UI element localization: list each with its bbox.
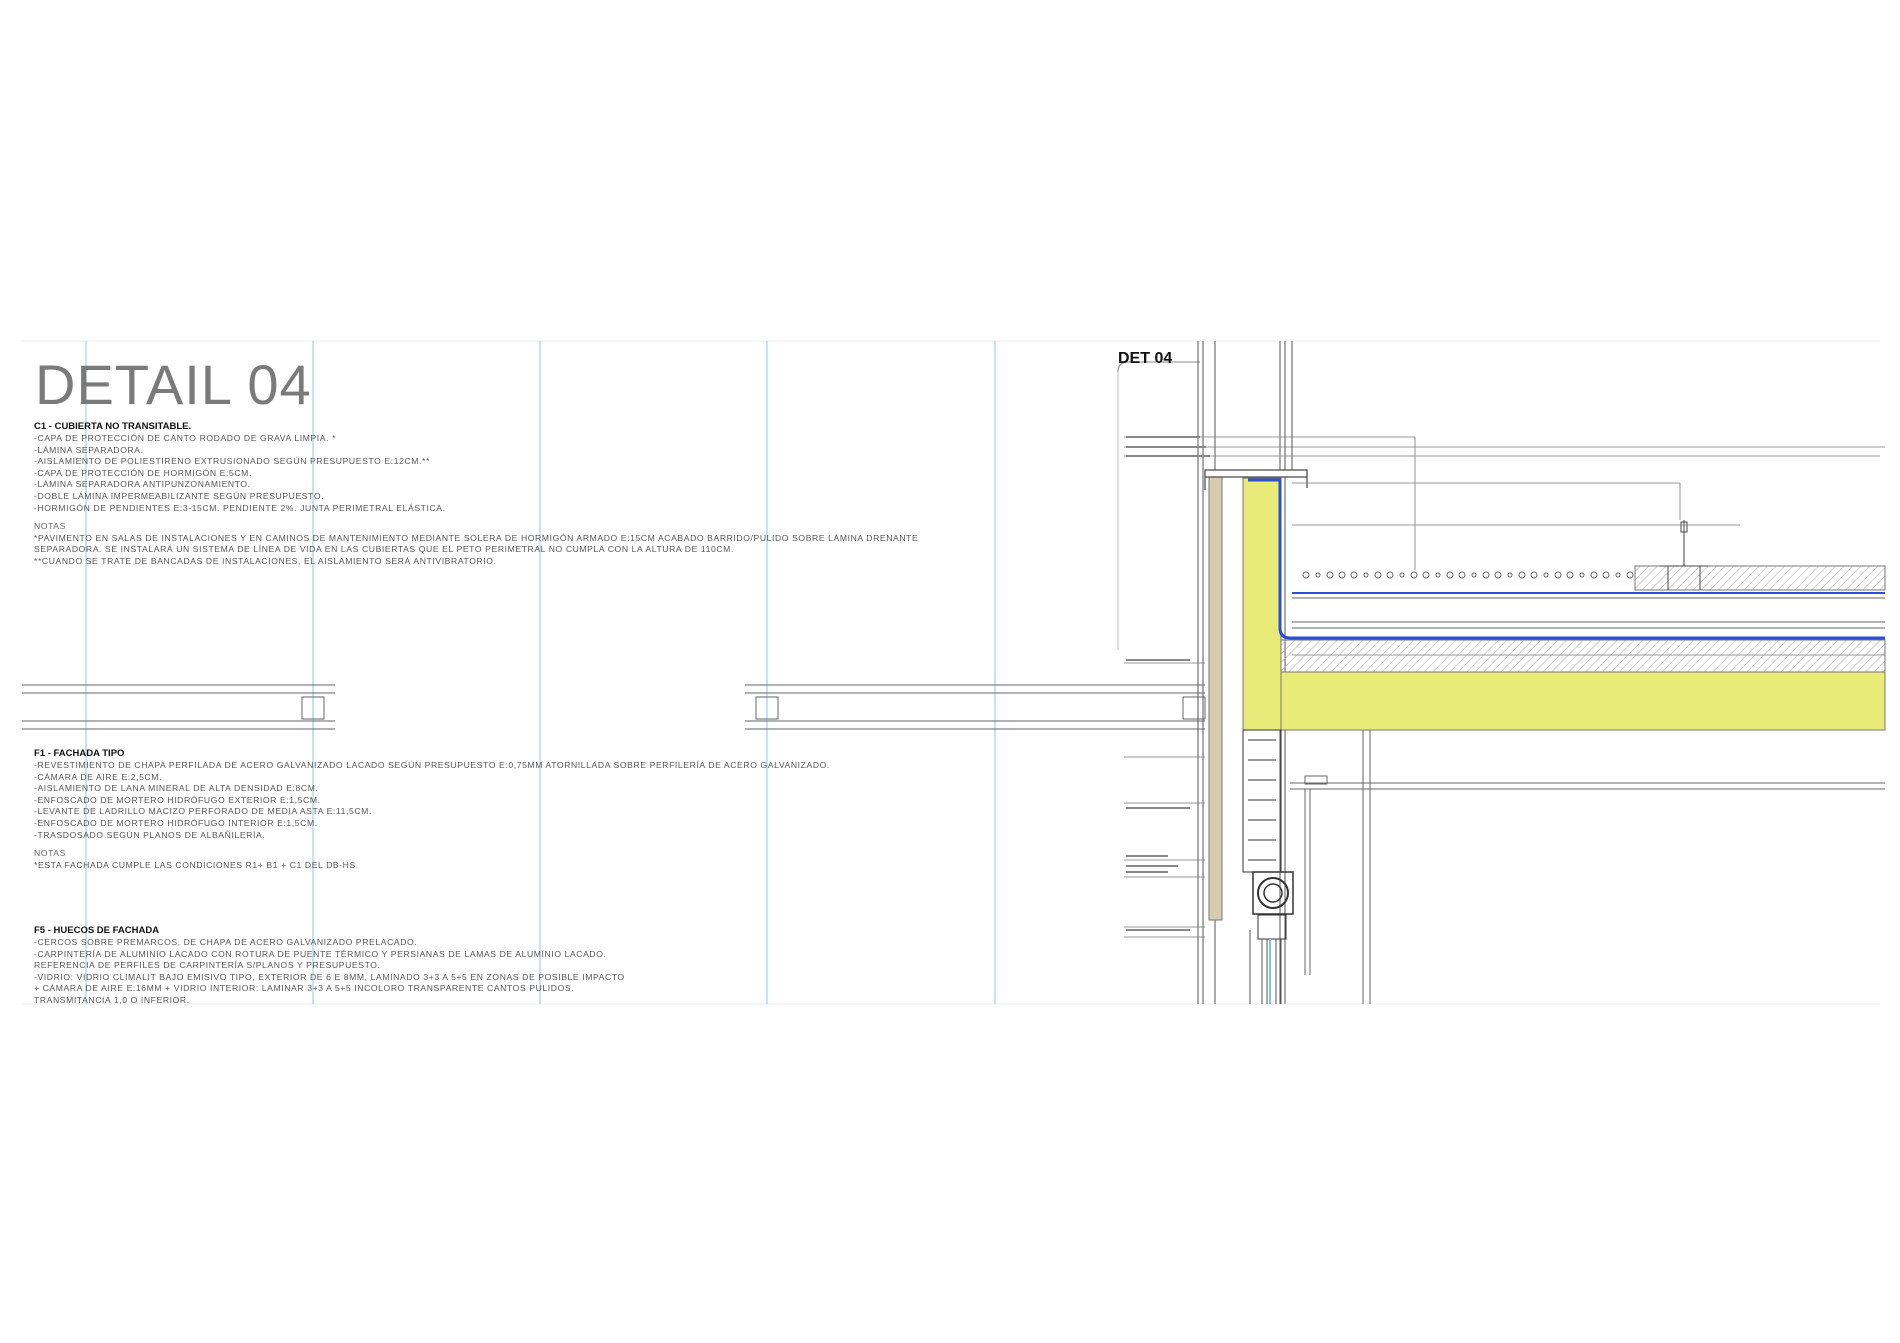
- waterproofing-membrane: [1248, 478, 1885, 640]
- section-heading: F1 - FACHADA TIPO: [34, 748, 125, 759]
- spec-line: -DOBLE LÁMINA IMPERMEABILIZANTE SEGÚN PR…: [34, 490, 325, 501]
- spec-line: + CÁMARA DE AIRE E:16MM + VIDRIO INTERIO…: [34, 983, 575, 994]
- spec-line: -AISLAMIENTO DE POLIESTIRENO EXTRUSIONAD…: [34, 456, 430, 467]
- notes-label: NOTAS: [34, 848, 66, 859]
- spec-line: -CERCOS SOBRE PREMARCOS, DE CHAPA DE ACE…: [34, 937, 418, 947]
- spec-line: -CÁMARA DE AIRE E:2,5CM.: [34, 771, 163, 782]
- parapet-coping: [1204, 469, 1308, 478]
- wall-insulation: [1242, 477, 1282, 731]
- spec-section-f1: F1 - FACHADA TIPO -REVESTIMIENTO DE CHAP…: [34, 748, 830, 871]
- note-line: SEPARADORA. SE INSTALARÁ UN SISTEMA DE L…: [34, 544, 734, 555]
- spec-section-f5: F5 - HUECOS DE FACHADA -CERCOS SOBRE PRE…: [34, 925, 625, 1007]
- gravel-layer: [1302, 571, 1634, 579]
- spec-line: -ENFOSCADO DE MORTERO HIDRÓFUGO EXTERIOR…: [34, 794, 321, 805]
- detail-marker-line: [1117, 361, 1200, 373]
- roller-shutter-box: [1242, 729, 1294, 940]
- spec-line: -LÁMINA SEPARADORA ANTIPUNZONAMIENTO.: [34, 479, 251, 490]
- note-line: **CUANDO SE TRATE DE BANCADAS DE INSTALA…: [34, 555, 497, 566]
- spec-section-c1: C1 - CUBIERTA NO TRANSITABLE. -CAPA DE P…: [34, 421, 918, 568]
- spec-line: -LEVANTE DE LADRILLO MACIZO PERFORADO DE…: [34, 806, 372, 817]
- spec-line: -VIDRIO: VIDRIO CLIMALIT BAJO EMISIVO TI…: [34, 971, 625, 982]
- lifeline-anchor: [1660, 520, 1708, 590]
- note-line: *PAVIMENTO EN SALAS DE INSTALACIONES Y E…: [34, 532, 919, 543]
- spec-line: -CARPINTERÍA DE ALUMINIO LACADO CON ROTU…: [34, 948, 607, 959]
- beam-strip-middle: [745, 684, 1206, 730]
- spec-line: -AISLAMIENTO DE LANA MINERAL DE ALTA DEN…: [34, 783, 319, 794]
- spec-line: REFERENCIA DE PERFILES DE CARPINTERÍA S/…: [34, 960, 381, 971]
- annotation-strokes: [1126, 436, 1210, 931]
- note-line: *ESTA FACHADA CUMPLE LAS CONDICIONES R1+…: [34, 859, 359, 870]
- spec-line: -LÁMINA SEPARADORA.: [34, 444, 144, 455]
- notes-label: NOTAS: [34, 521, 66, 532]
- ceiling-structure: [1290, 730, 1885, 1004]
- sheet-frame: [22, 340, 1880, 1005]
- roof-slab: [1280, 671, 1886, 731]
- spec-line: -HORMIGÓN DE PENDIENTES E:3-15CM. PENDIE…: [34, 502, 446, 513]
- maintenance-path-slab: [1634, 565, 1886, 591]
- column-guide-lines: [85, 341, 996, 1004]
- window-glazing: [1249, 930, 1282, 1004]
- facade-cladding: [1208, 476, 1223, 921]
- detail-label: DET 04: [1118, 350, 1173, 367]
- spec-line: TRANSMITANCIA 1,0 O INFERIOR.: [34, 994, 190, 1005]
- spec-line: -CAPA DE PROTECCIÓN DE CANTO RODADO DE G…: [34, 433, 337, 443]
- page-title: DETAIL 04: [35, 353, 312, 416]
- spec-line: -ENFOSCADO DE MORTERO HIDRÓFUGO INTERIOR…: [34, 817, 318, 828]
- section-heading: C1 - CUBIERTA NO TRANSITABLE.: [34, 421, 192, 432]
- spec-line: -TRASDOSADO SEGÚN PLANOS DE ALBAÑILERÍA.: [34, 829, 266, 840]
- section-heading: F5 - HUECOS DE FACHADA: [34, 925, 160, 936]
- leader-lines: [1124, 436, 1885, 938]
- spec-line: -CAPA DE PROTECCIÓN DE HORMIGÓN E:5CM.: [34, 467, 252, 478]
- slope-concrete: [1280, 639, 1886, 673]
- beam-strip-left: [22, 684, 335, 730]
- spec-line: -REVESTIMIENTO DE CHAPA PERFILADA DE ACE…: [34, 760, 830, 770]
